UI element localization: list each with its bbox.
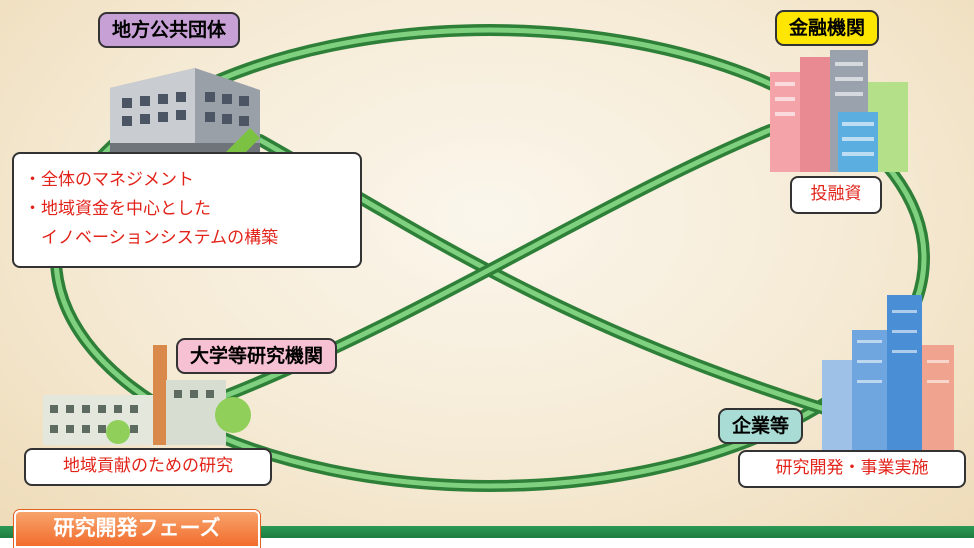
- financial-role-box: 投融資: [790, 176, 882, 214]
- local-gov-role-line: ・地域資金を中心とした: [24, 199, 211, 219]
- local-gov-title-badge: 地方公共団体: [98, 12, 241, 48]
- company-buildings-illustration: [822, 295, 954, 450]
- university-title-badge: 大学等研究機関: [176, 338, 338, 374]
- phase-label: 研究開発フェーズ: [53, 516, 221, 540]
- university-role: 地域貢献のための研究: [63, 456, 233, 476]
- university-role-box: 地域貢献のための研究: [24, 448, 272, 486]
- university-title: 大学等研究機関: [190, 345, 324, 367]
- phase-tab: 研究開発フェーズ: [14, 510, 260, 548]
- company-title: 企業等: [732, 415, 790, 437]
- financial-role: 投融資: [810, 184, 862, 204]
- company-title-badge: 企業等: [718, 408, 804, 444]
- financial-title-badge: 金融機関: [775, 10, 880, 46]
- financial-title: 金融機関: [789, 17, 866, 39]
- company-role-box: 研究開発・事業実施: [738, 450, 966, 488]
- company-role: 研究開発・事業実施: [775, 458, 929, 478]
- local-gov-role-line: ・全体のマネジメント: [24, 170, 194, 190]
- university-buildings-illustration: [43, 345, 251, 445]
- local-gov-role-box: ・全体のマネジメント ・地域資金を中心とした イノベーションシステムの構築: [12, 152, 362, 268]
- local-gov-title: 地方公共団体: [112, 19, 227, 41]
- local-gov-role-line: イノベーションシステムの構築: [24, 228, 279, 248]
- government-building-illustration: [110, 68, 260, 163]
- financial-buildings-illustration: [770, 50, 908, 172]
